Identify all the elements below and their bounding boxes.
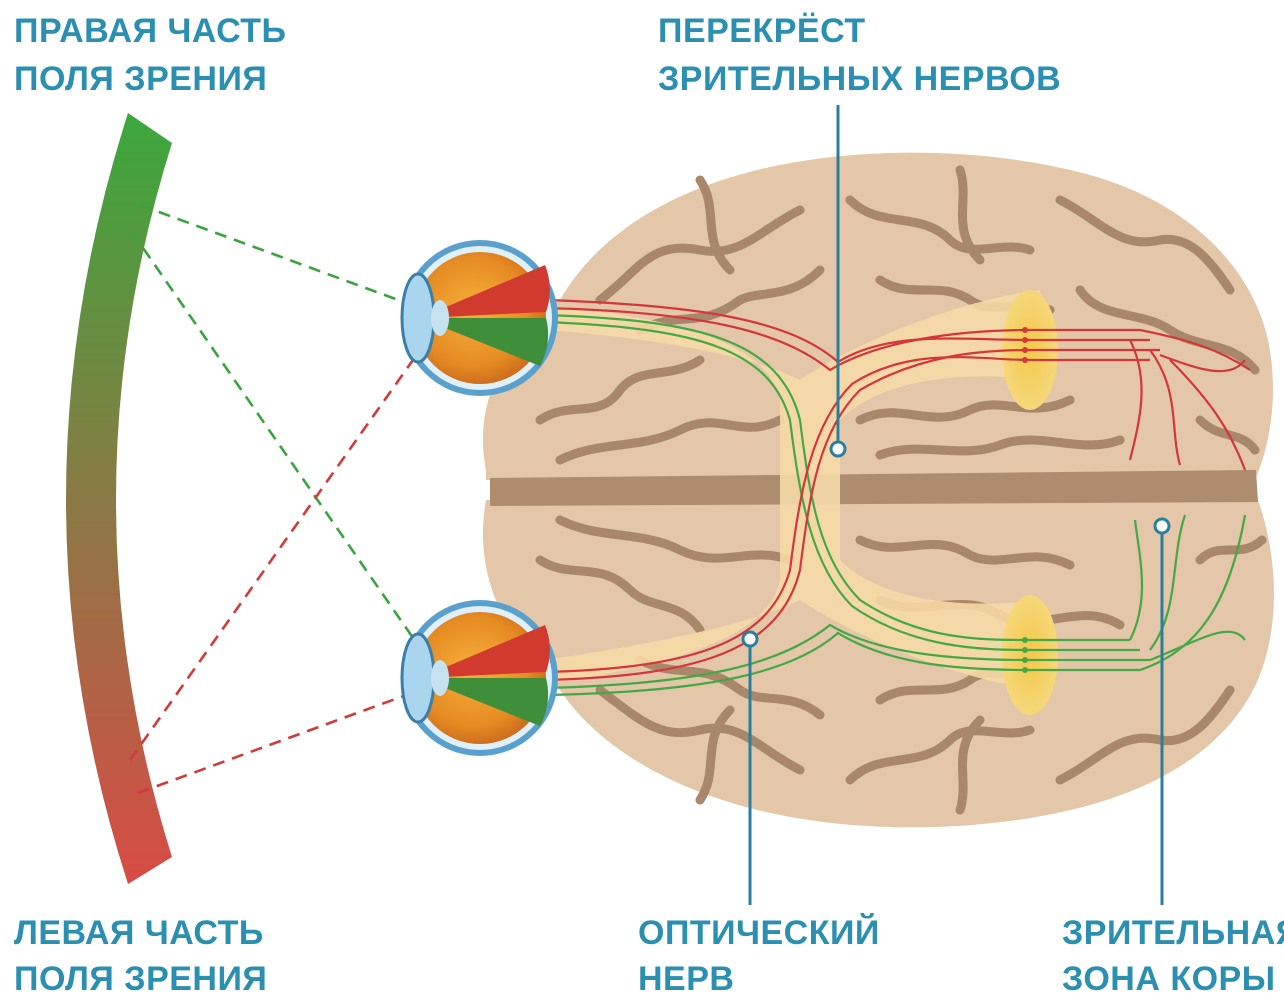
brain-icon (483, 153, 1274, 828)
optic-nerve-label: ОПТИЧЕСКИЙ НЕРВ (638, 913, 890, 996)
visual-cortex-label: ЗРИТЕЛЬНАЯ ЗОНА КОРЫ (1062, 914, 1284, 996)
left-field-label: ЛЕВАЯ ЧАСТЬ ПОЛЯ ЗРЕНИЯ (14, 914, 274, 996)
right-field-label: ПРАВАЯ ЧАСТЬ ПОЛЯ ЗРЕНИЯ (14, 12, 296, 98)
visual-cortex-lower (1002, 595, 1058, 715)
eye-upper-icon (402, 240, 558, 396)
chiasm-label: ПЕРЕКРЁСТ ЗРИТЕЛЬНЫХ НЕРВОВ (658, 12, 1061, 98)
sight-lines (130, 205, 420, 793)
visual-field-arc (66, 113, 172, 884)
eye-lower-icon (402, 600, 558, 756)
